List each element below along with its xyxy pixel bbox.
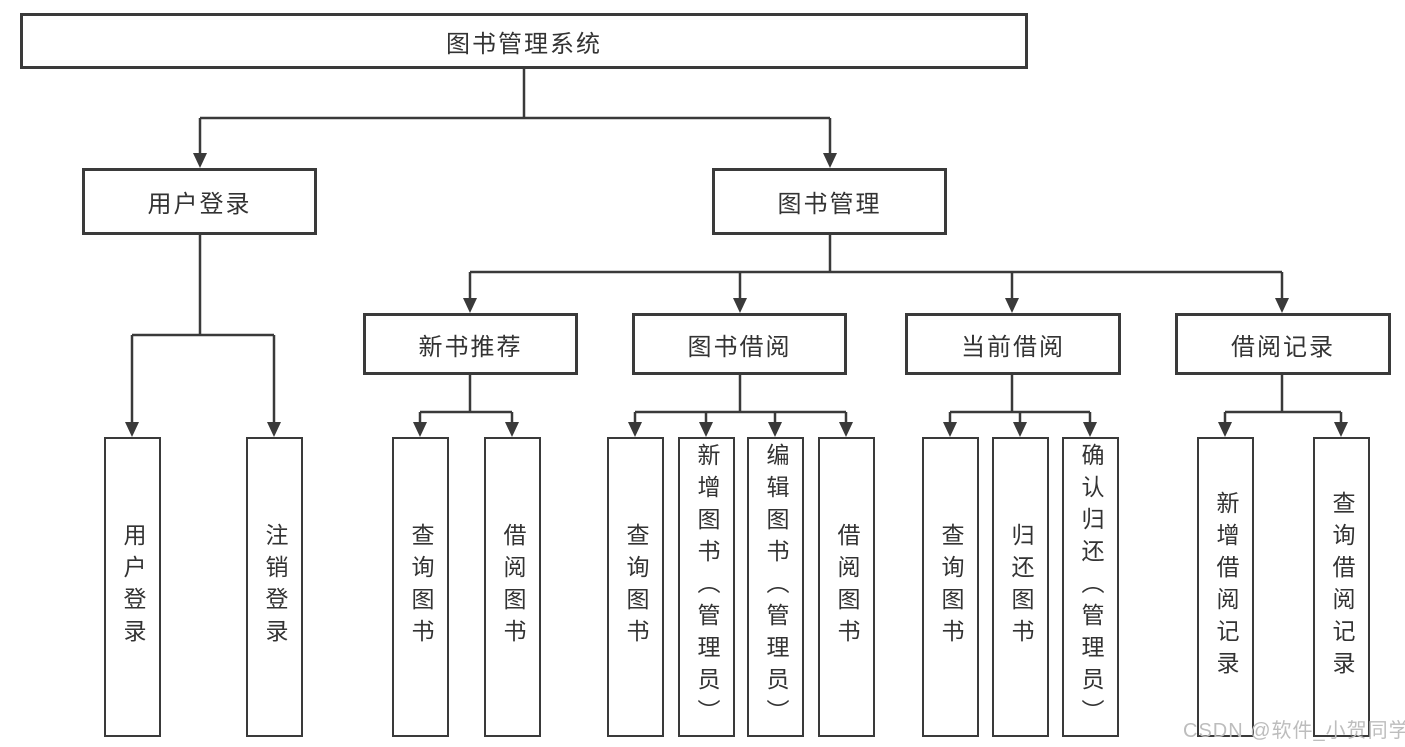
node-new-book-recommend: 新书推荐 [363, 313, 578, 375]
node-book-management-module: 图书管理 [712, 168, 947, 235]
leaf-label: 确认归还（管理员） [1078, 443, 1104, 731]
leaf-label: 新增借阅记录 [1213, 491, 1239, 683]
leaf-logout: 注销登录 [246, 437, 303, 737]
leaf-borrow-books: 借阅图书 [818, 437, 875, 737]
leaf-label: 编辑图书（管理员） [763, 443, 789, 731]
leaf-label: 借阅图书 [500, 523, 526, 651]
leaf-label: 归还图书 [1008, 523, 1034, 651]
leaf-edit-books-admin: 编辑图书（管理员） [747, 437, 804, 737]
leaf-label: 查询图书 [938, 523, 964, 651]
leaf-label: 注销登录 [262, 523, 288, 651]
leaf-label: 查询图书 [623, 523, 649, 651]
leaf-user-login: 用户登录 [104, 437, 161, 737]
leaf-label: 查询图书 [408, 523, 434, 651]
node-book-borrow: 图书借阅 [632, 313, 847, 375]
leaf-label: 用户登录 [120, 523, 146, 651]
leaf-label: 借阅图书 [834, 523, 860, 651]
csdn-watermark: CSDN @软件_小贺同学 [1183, 720, 1405, 742]
leaf-label: 新增图书（管理员） [694, 443, 720, 731]
leaf-query-borrow-record: 查询借阅记录 [1313, 437, 1370, 737]
leaf-borrow-books-recommend: 借阅图书 [484, 437, 541, 737]
leaf-label: 查询借阅记录 [1329, 491, 1355, 683]
node-borrow-records: 借阅记录 [1175, 313, 1391, 375]
leaf-confirm-return-admin: 确认归还（管理员） [1062, 437, 1119, 737]
leaf-add-books-admin: 新增图书（管理员） [678, 437, 735, 737]
node-root-system: 图书管理系统 [20, 13, 1028, 69]
leaf-query-books-recommend: 查询图书 [392, 437, 449, 737]
arrowheads [125, 153, 1348, 437]
leaf-query-books-current: 查询图书 [922, 437, 979, 737]
node-current-borrow: 当前借阅 [905, 313, 1121, 375]
leaf-add-borrow-record: 新增借阅记录 [1197, 437, 1254, 737]
connector-rails [130, 69, 1343, 425]
node-user-login-module: 用户登录 [82, 168, 317, 235]
leaf-query-books-borrow: 查询图书 [607, 437, 664, 737]
leaf-return-books: 归还图书 [992, 437, 1049, 737]
